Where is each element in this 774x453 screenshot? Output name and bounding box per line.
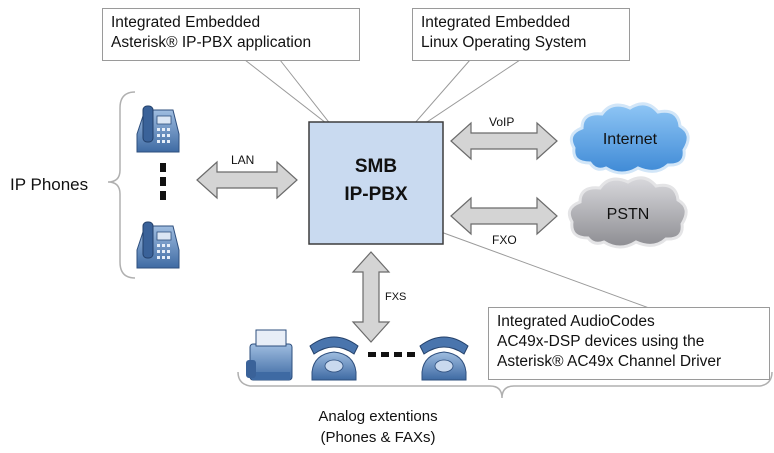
ip-phones-ellipsis (160, 163, 166, 200)
analog-caption-line2: (Phones & FAXs) (320, 429, 436, 446)
fxs-label: FXS (385, 291, 407, 303)
callout-linux-line2: Linux Operating System (421, 34, 587, 51)
voip-arrow (450, 121, 558, 161)
callout-linux-line1: Integrated Embedded (421, 14, 571, 31)
analog-bracket (237, 371, 773, 399)
callout-audiocodes-line1: Integrated AudioCodes (497, 313, 655, 330)
pstn-cloud-icon (567, 176, 688, 249)
ip-phone-bottom-icon (136, 221, 180, 269)
analog-extensions-caption: Analog extentions (Phones & FAXs) (258, 406, 498, 448)
fxs-arrow (351, 251, 391, 343)
analog-phone-1-icon (309, 336, 359, 381)
ip-phones-bracket (107, 91, 136, 279)
callout-audiocodes-line3: Asterisk® AC49x Channel Driver (497, 353, 722, 370)
callout-audiocodes-line2: AC49x-DSP devices using the (497, 333, 705, 350)
internet-label: Internet (602, 131, 658, 148)
analog-phone-2-icon (419, 336, 469, 381)
voip-label: VoIP (489, 115, 515, 129)
analog-caption-line1: Analog extentions (318, 408, 438, 425)
lan-arrow (196, 160, 298, 200)
ip-phones-label: IP Phones (10, 175, 89, 194)
lan-label: LAN (231, 153, 255, 167)
analog-phones-ellipsis (368, 352, 415, 357)
pbx-title: SMB IP-PBX (306, 153, 446, 209)
pbx-title-line2: IP-PBX (344, 184, 408, 205)
pbx-title-line1: SMB (354, 156, 398, 177)
pstn-label: PSTN (606, 206, 650, 223)
callout-asterisk-line2: Asterisk® IP-PBX application (111, 34, 312, 51)
fxo-arrow (450, 196, 558, 236)
pbx-box (308, 121, 444, 245)
fxo-label: FXO (492, 233, 517, 247)
callout-asterisk-application: Integrated Embedded Asterisk® IP-PBX app… (102, 8, 360, 61)
callout-asterisk-line1: Integrated Embedded (111, 14, 261, 31)
fax-machine-icon (246, 329, 293, 381)
internet-cloud-icon (569, 102, 690, 175)
callout-linux-os: Integrated Embedded Linux Operating Syst… (412, 8, 630, 61)
ip-phone-top-icon (136, 105, 180, 153)
callout-audiocodes: Integrated AudioCodes AC49x-DSP devices … (488, 307, 770, 380)
